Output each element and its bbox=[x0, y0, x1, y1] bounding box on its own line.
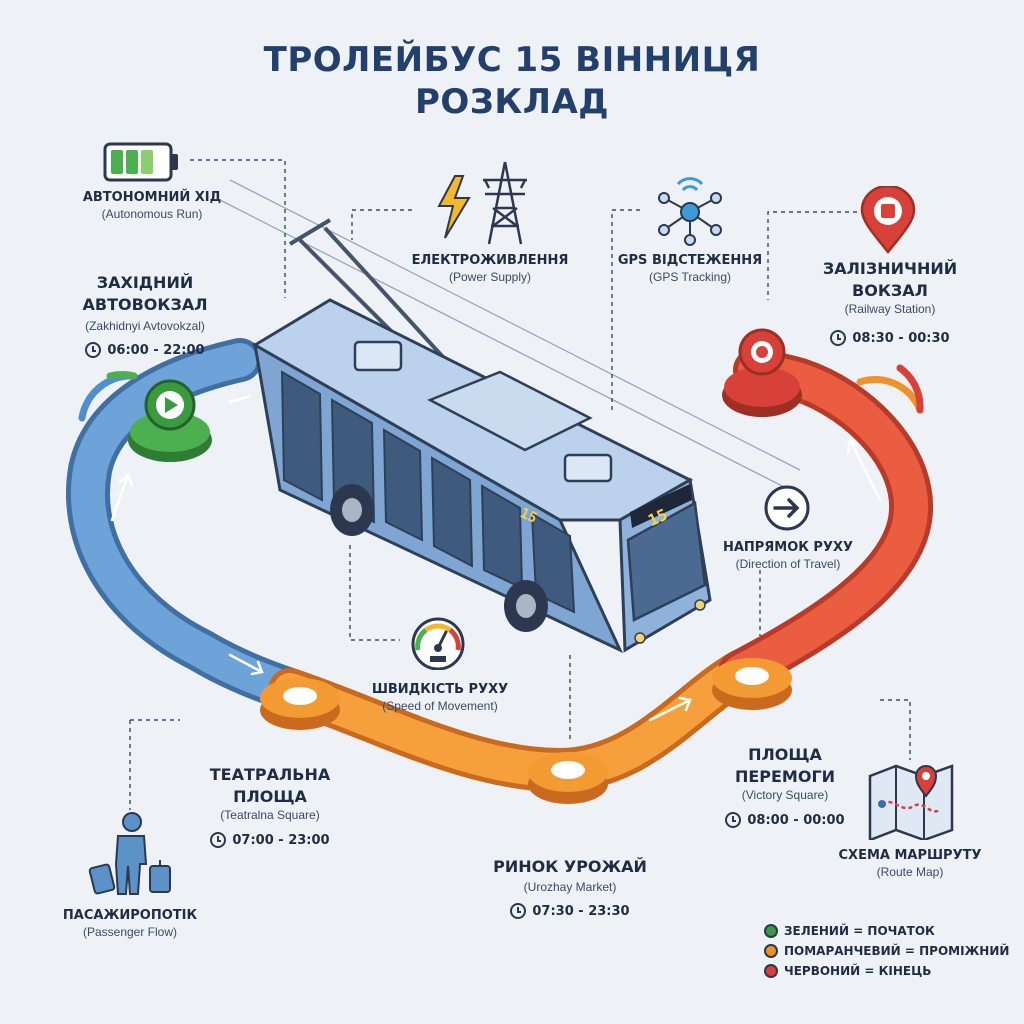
legend-item: ЧЕРВОНИЙ = КІНЕЦЬ bbox=[764, 964, 1009, 978]
stop-teatralna-hours-text: 07:00 - 23:00 bbox=[232, 832, 330, 848]
stop-urozhay-hours-text: 07:30 - 23:30 bbox=[532, 903, 630, 919]
stop-start-hours-text: 06:00 - 22:00 bbox=[107, 342, 205, 358]
stop-urozhay-name-en: (Urozhay Market) bbox=[523, 880, 617, 894]
stop-end-hours: 08:30 - 00:30 bbox=[790, 330, 990, 346]
stop-peremohy-name-en: (Victory Square) bbox=[741, 788, 829, 802]
power-line-icon bbox=[437, 161, 527, 245]
feature-direction-label-en: (Direction of Travel) bbox=[735, 557, 841, 571]
leader-lines bbox=[129, 159, 911, 810]
feature-speed-label: ШВИДКІСТЬ РУХУ bbox=[371, 682, 509, 697]
stop-teatralna-hours: 07:00 - 23:00 bbox=[170, 832, 370, 848]
feature-direction-label: НАПРЯМОК РУХУ bbox=[722, 540, 854, 555]
stop-urozhay-name: РИНОК УРОЖАЙ bbox=[493, 857, 647, 876]
stop-start-name-en: (Zakhidnyi Avtovokzal) bbox=[85, 319, 205, 333]
clock-icon bbox=[725, 812, 742, 828]
legend-item: ЗЕЛЕНИЙ = ПОЧАТОК bbox=[764, 924, 1009, 938]
feature-passengers-label-en: (Passenger Flow) bbox=[82, 925, 178, 939]
feature-power-label-en: (Power Supply) bbox=[448, 270, 532, 284]
stop-teatralna-name-en: (Teatralna Square) bbox=[220, 808, 320, 822]
passenger-icon bbox=[88, 812, 171, 895]
feature-speed-label-en: (Speed of Movement) bbox=[382, 699, 498, 713]
feature-autonomous-label-en: (Autonomous Run) bbox=[101, 207, 203, 221]
map-icon bbox=[868, 764, 954, 840]
stop-marker-peremohy bbox=[712, 658, 792, 710]
legend-label: ПОМАРАНЧЕВИЙ = ПРОМІЖНИЙ bbox=[784, 944, 1010, 958]
legend-item: ПОМАРАНЧЕВИЙ = ПРОМІЖНИЙ bbox=[764, 944, 1009, 958]
speedometer-icon bbox=[411, 617, 465, 670]
feature-passengers-label: ПАСАЖИРОПОТІК bbox=[62, 908, 198, 923]
page-title-line1: ТРОЛЕЙБУС 15 ВІННИЦЯ bbox=[263, 40, 761, 80]
stop-marker-urozhay bbox=[528, 752, 608, 804]
clock-icon bbox=[210, 832, 227, 848]
legend-dot-orange bbox=[764, 944, 778, 958]
feature-gps-label: GPS ВІДСТЕЖЕННЯ bbox=[617, 253, 763, 268]
stop-teatralna-name: ТЕАТРАЛЬНА ПЛОЩА bbox=[209, 765, 331, 806]
stop-peremohy-hours-text: 08:00 - 00:00 bbox=[747, 812, 845, 828]
start-stop-marker bbox=[128, 379, 212, 462]
feature-map-label: СХЕМА МАРШРУТУ bbox=[838, 848, 982, 863]
stop-start-hours: 06:00 - 22:00 bbox=[45, 342, 245, 358]
legend-dot-green bbox=[764, 924, 778, 938]
stop-marker-teatralna bbox=[260, 678, 340, 730]
arrow-right-icon bbox=[764, 485, 810, 531]
color-legend: ЗЕЛЕНИЙ = ПОЧАТОК ПОМАРАНЧЕВИЙ = ПРОМІЖН… bbox=[764, 924, 1009, 984]
feature-gps-label-en: (GPS Tracking) bbox=[648, 270, 732, 284]
trolleybus-illustration bbox=[252, 218, 712, 654]
clock-icon bbox=[85, 342, 102, 358]
stop-end-name: ЗАЛІЗНИЧНИЙ ВОКЗАЛ bbox=[822, 259, 958, 300]
stop-peremohy-name: ПЛОЩА ПЕРЕМОГИ bbox=[734, 745, 836, 786]
clock-icon bbox=[510, 903, 527, 919]
feature-map-label-en: (Route Map) bbox=[876, 865, 944, 879]
battery-icon bbox=[103, 142, 178, 182]
end-gauge-arc bbox=[856, 376, 924, 414]
stop-peremohy-hours: 08:00 - 00:00 bbox=[685, 812, 885, 828]
legend-dot-red bbox=[764, 964, 778, 978]
end-stop-marker bbox=[722, 328, 802, 417]
page-title-line2: РОЗКЛАД bbox=[414, 82, 610, 122]
clock-icon bbox=[830, 330, 847, 346]
feature-power-label: ЕЛЕКТРОЖИВЛЕННЯ bbox=[411, 253, 569, 268]
legend-label: ЧЕРВОНИЙ = КІНЕЦЬ bbox=[784, 964, 932, 978]
track-arrows bbox=[110, 394, 882, 722]
stop-urozhay-hours: 07:30 - 23:30 bbox=[470, 903, 670, 919]
legend-label: ЗЕЛЕНИЙ = ПОЧАТОК bbox=[784, 924, 935, 938]
gps-icon bbox=[658, 177, 722, 246]
feature-autonomous-label: АВТОНОМНИЙ ХІД bbox=[82, 190, 222, 205]
stop-end-hours-text: 08:30 - 00:30 bbox=[852, 330, 950, 346]
stop-end-name-en: (Railway Station) bbox=[844, 302, 936, 316]
end-stop-pin-icon bbox=[860, 186, 916, 254]
stop-start-name: ЗАХІДНИЙ АВТОВОКЗАЛ bbox=[82, 273, 208, 314]
